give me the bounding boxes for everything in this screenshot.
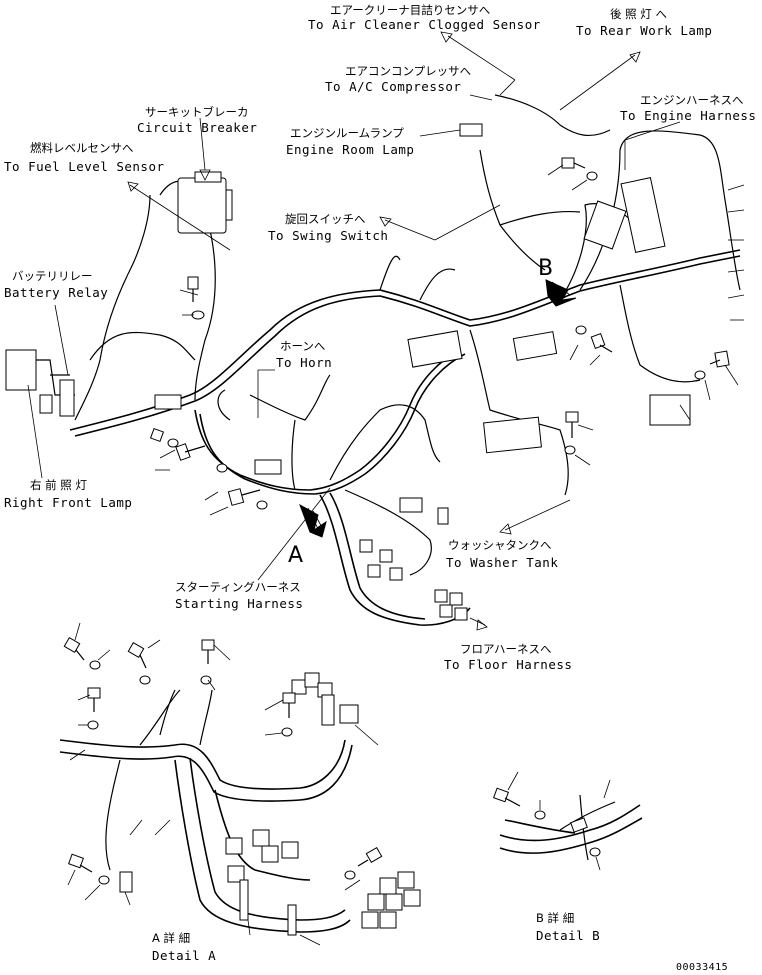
horn-label-jp: ホーンへ	[280, 339, 325, 353]
engine-room-lamp-label-en: Engine Room Lamp	[286, 142, 414, 157]
circuit-breaker	[177, 177, 227, 234]
text-labels: エアークリーナ目詰りセンサへ To Air Cleaner Clogged Se…	[4, 3, 756, 973]
detail-a-label-jp: A 詳 細	[152, 931, 190, 945]
engine-room-lamp-label-jp: エンジンルームランプ	[290, 126, 404, 140]
starting-harness-label-jp: スターティングハーネス	[175, 580, 301, 594]
arrow-b	[545, 279, 577, 307]
marker-a: A	[288, 543, 303, 568]
bolts-detail-a	[63, 636, 383, 885]
fuel-level-label-jp: 燃料レベルセンサへ	[30, 141, 134, 155]
washer-tank-label-en: To Washer Tank	[446, 555, 558, 570]
detail-b-label-en: Detail B	[536, 928, 600, 943]
right-front-lamp-label-en: Right Front Lamp	[4, 495, 132, 510]
battery-relay-label-jp: バッテリリレー	[12, 269, 93, 283]
starting-harness-label-en: Starting Harness	[175, 596, 303, 611]
battery-relay-label-en: Battery Relay	[4, 285, 108, 300]
relay-bracket	[583, 200, 627, 250]
leader-lines	[27, 31, 745, 631]
detail-b-label-jp: B 詳 細	[536, 911, 574, 925]
air-cleaner-label-jp: エアークリーナ目詰りセンサへ	[330, 3, 490, 17]
arrow-a	[299, 503, 327, 538]
main-components	[5, 123, 730, 621]
detail-b-drawing	[493, 771, 643, 871]
detail-a-drawing	[59, 622, 421, 946]
rear-work-lamp-label-en: To Rear Work Lamp	[576, 23, 712, 38]
circuit-breaker-label-en: Circuit Breaker	[137, 120, 257, 135]
marker-b: B	[538, 256, 553, 281]
circuit-breaker-label-jp: サーキットブレーカ	[145, 105, 249, 119]
engine-room-lamp	[459, 123, 483, 137]
fuel-level-label-en: To Fuel Level Sensor	[4, 159, 165, 174]
floor-harness-label-en: To Floor Harness	[444, 657, 572, 672]
swing-switch-label-en: To Swing Switch	[268, 228, 388, 243]
right-front-lamp-label-jp: 右 前 照 灯	[30, 478, 87, 492]
rear-work-lamp-label-jp: 後 照 灯 へ	[610, 7, 667, 21]
drawing-number: 00033415	[676, 962, 728, 973]
horn-label-en: To Horn	[276, 355, 332, 370]
main-harness-drawing	[69, 94, 741, 626]
ac-compressor-label-en: To A/C Compressor	[325, 79, 461, 94]
engine-harness-label-en: To Engine Harness	[620, 108, 756, 123]
air-cleaner-label-en: To Air Cleaner Clogged Sensor	[308, 17, 541, 32]
floor-harness-label-jp: フロアハーネスへ	[460, 642, 552, 656]
battery-relay	[5, 349, 37, 391]
engine-harness-label-jp: エンジンハーネスへ	[640, 93, 744, 107]
bolts-main	[149, 157, 730, 510]
washer-tank-label-jp: ウォッシャタンクへ	[448, 538, 552, 552]
right-front-lamp-connector	[39, 394, 53, 414]
swing-switch-label-jp: 旋回スイッチへ	[285, 212, 366, 226]
detail-a-label-en: Detail A	[152, 948, 216, 963]
ac-compressor-label-jp: エアコンコンプレッサへ	[345, 64, 471, 78]
